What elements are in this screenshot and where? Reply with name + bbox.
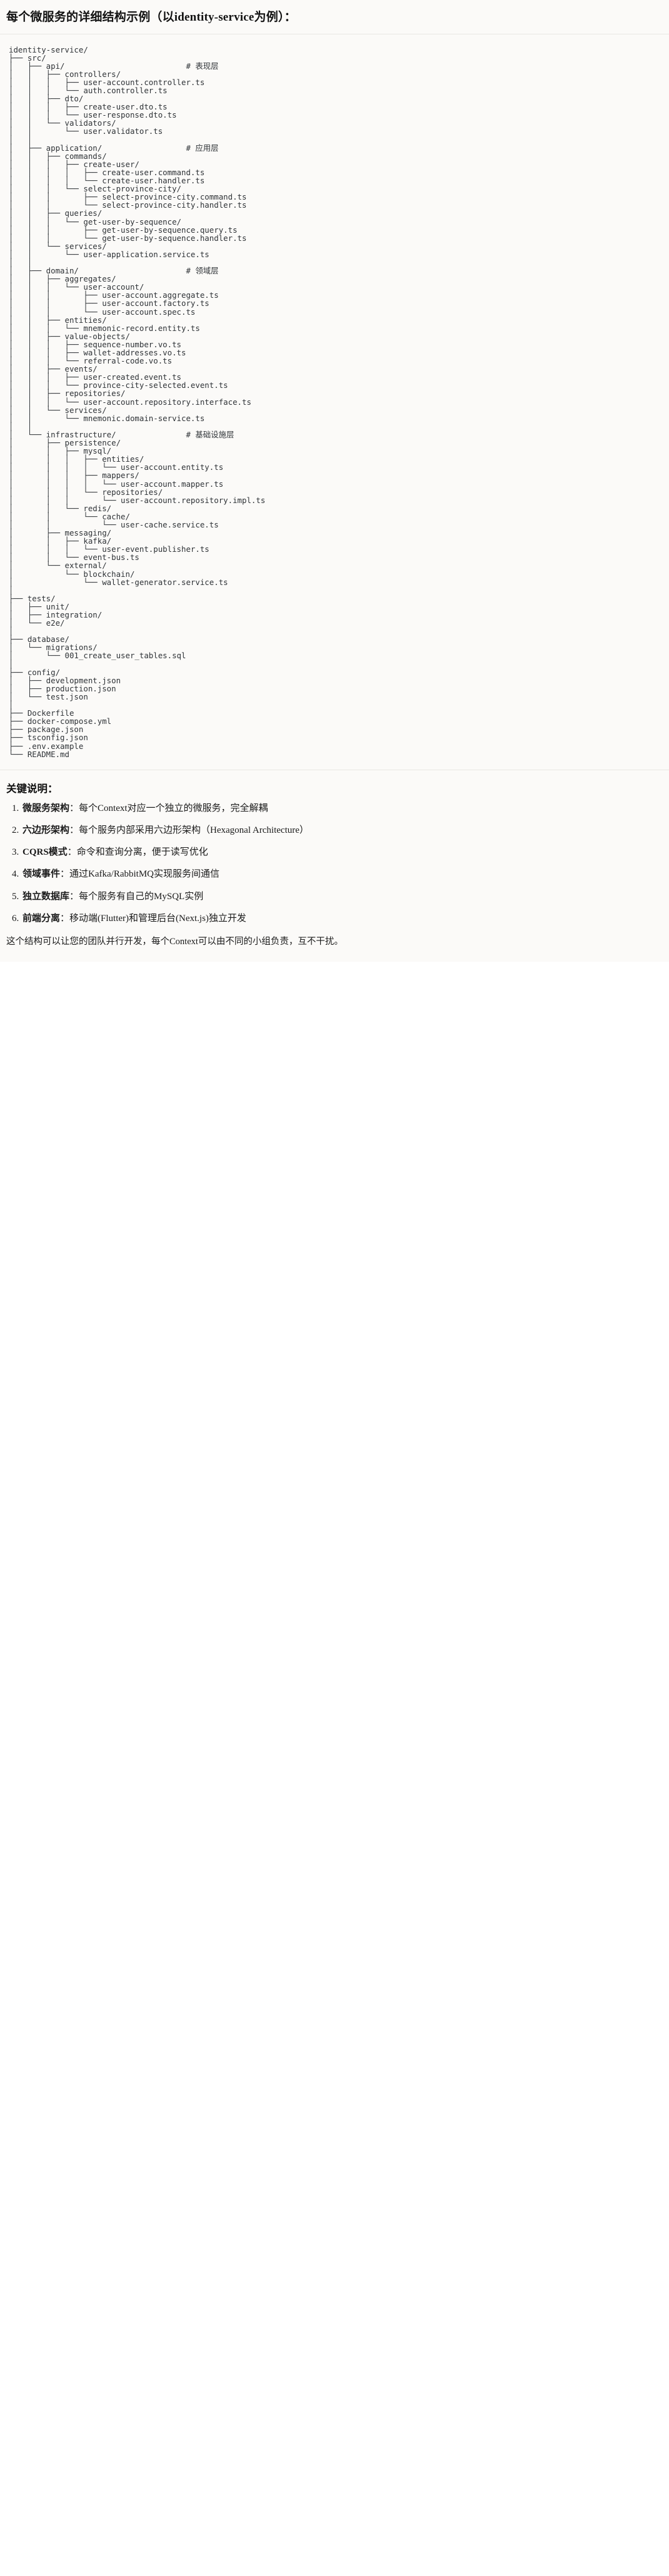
note-term: 独立数据库 [23,891,70,902]
note-description: 每个Context对应一个独立的微服务，完全解耦 [79,803,268,813]
directory-tree-codeblock: identity-service/ ├── src/ │ ├── api/ # … [0,34,669,770]
note-separator: ： [60,913,70,924]
key-notes-section: 关键说明： 微服务架构：每个Context对应一个独立的微服务，完全解耦 六边形… [0,770,669,962]
note-term: 微服务架构 [23,803,70,813]
directory-tree-text: identity-service/ ├── src/ │ ├── api/ # … [9,44,266,759]
note-description: 命令和查询分离，便于读写优化 [76,847,208,858]
key-notes-title: 关键说明： [6,782,58,795]
note-description: 通过Kafka/RabbitMQ实现服务间通信 [69,869,220,880]
closing-paragraph: 这个结构可以让您的团队并行开发，每个Context可以由不同的小组负责，互不干扰… [6,937,343,947]
list-item: 独立数据库：每个服务有自己的MySQL实例 [21,890,663,904]
note-description: 每个服务有自己的MySQL实例 [79,891,204,902]
document-page: 每个微服务的详细结构示例（以identity-service为例）： ident… [0,0,669,962]
note-separator: ： [69,825,79,835]
note-term: 领域事件 [23,869,61,880]
note-description: 每个服务内部采用六边形架构（Hexagonal Architecture） [79,825,309,835]
note-term: 六边形架构 [23,825,70,835]
list-item: 前端分离：移动端(Flutter)和管理后台(Next.js)独立开发 [21,912,663,926]
note-separator: ： [69,803,79,813]
note-separator: ： [67,847,77,858]
list-item: CQRS模式：命令和查询分离，便于读写优化 [21,845,663,860]
note-separator: ： [60,869,70,880]
note-separator: ： [69,891,79,902]
note-term: CQRS模式 [23,847,68,858]
key-notes-list: 微服务架构：每个Context对应一个独立的微服务，完全解耦 六边形架构：每个服… [6,802,663,927]
note-term: 前端分离 [23,913,61,924]
list-item: 六边形架构：每个服务内部采用六边形架构（Hexagonal Architectu… [21,823,663,838]
list-item: 微服务架构：每个Context对应一个独立的微服务，完全解耦 [21,802,663,816]
note-description: 移动端(Flutter)和管理后台(Next.js)独立开发 [69,913,246,924]
list-item: 领域事件：通过Kafka/RabbitMQ实现服务间通信 [21,867,663,882]
page-title: 每个微服务的详细结构示例（以identity-service为例）： [0,0,669,34]
